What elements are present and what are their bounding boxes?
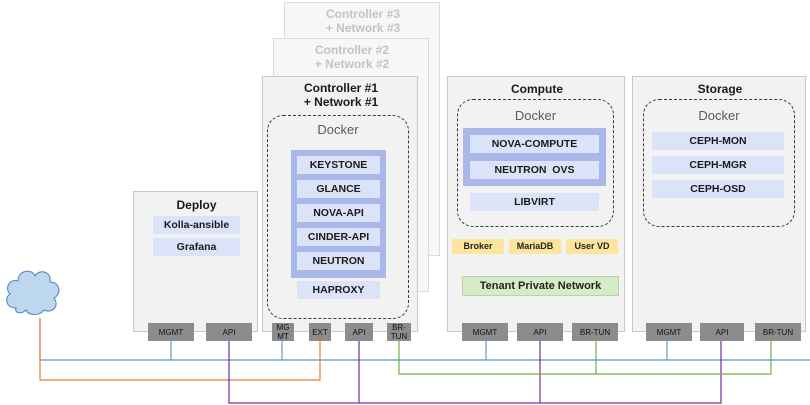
compute-mgmt-port: MGMT [462, 323, 508, 341]
libvirt-service: LIBVIRT [470, 193, 599, 211]
ceph-osd-service: CEPH-OSD [652, 180, 784, 198]
ceph-mon-service: CEPH-MON [652, 132, 784, 150]
controller-1-br-tun-port: BR- TUN [387, 323, 411, 341]
docker-label: Docker [514, 108, 557, 123]
neutron-ovs-service: NEUTRON OVS [470, 161, 599, 179]
deploy-api-port: API [206, 323, 252, 341]
controller-1-mgmt-port: MG MT [272, 323, 294, 341]
api-network-line [228, 341, 722, 404]
compute-api-port: API [517, 323, 563, 341]
controller-1-api-port: API [345, 323, 373, 341]
storage-docker-box: Docker CEPH-MON CEPH-MGR CEPH-OSD [643, 99, 795, 227]
compute-br-tun-port: BR-TUN [572, 323, 618, 341]
cinder-api-service: CINDER-API [297, 228, 380, 246]
external-network-line [39, 318, 321, 381]
storage-br-tun-port: BR-TUN [755, 323, 801, 341]
storage-mgmt-port: MGMT [646, 323, 692, 341]
controller-2-title: Controller #2 [314, 43, 389, 57]
controller-1-subtitle: + Network #1 [303, 95, 379, 109]
controller-3-title: Controller #3 [325, 7, 400, 21]
mariadb-addon: MariaDB [509, 239, 561, 254]
deploy-title: Deploy [176, 198, 217, 212]
docker-label: Docker [698, 108, 740, 123]
deploy-mgmt-port: MGMT [148, 323, 194, 341]
user-vd-addon: User VD [566, 239, 618, 254]
controller-1-ext-port: EXT [309, 323, 331, 341]
controller-3-subtitle: + Network #3 [325, 21, 401, 35]
nova-compute-service: NOVA-COMPUTE [470, 135, 599, 153]
compute-panel: Compute Docker NOVA-COMPUTE NEUTRON OVS … [447, 76, 625, 332]
ceph-mgr-service: CEPH-MGR [652, 156, 784, 174]
nova-api-service: NOVA-API [297, 204, 380, 222]
storage-title: Storage [697, 82, 743, 96]
broker-addon: Broker [452, 239, 504, 254]
deploy-panel: Deploy Kolla-ansible Grafana [133, 191, 258, 332]
kolla-ansible-item: Kolla-ansible [153, 216, 240, 234]
controller-1-docker-box: Docker KEYSTONE GLANCE NOVA-API CINDER-A… [267, 115, 409, 319]
tenant-private-network: Tenant Private Network [462, 276, 619, 296]
compute-service-group: NOVA-COMPUTE NEUTRON OVS [463, 128, 606, 186]
controller-1-service-group: KEYSTONE GLANCE NOVA-API CINDER-API NEUT… [291, 150, 386, 278]
storage-panel: Storage Docker CEPH-MON CEPH-MGR CEPH-OS… [632, 76, 806, 332]
tunnel-network-line [398, 341, 772, 375]
haproxy-service: HAPROXY [297, 281, 380, 299]
controller-2-subtitle: + Network #2 [314, 57, 390, 71]
controller-1-panel: Controller #1 + Network #1 Docker KEYSTO… [262, 76, 418, 332]
grafana-item: Grafana [153, 238, 240, 256]
cloud-icon [6, 270, 60, 315]
storage-api-port: API [700, 323, 744, 341]
compute-title: Compute [511, 82, 563, 96]
neutron-service: NEUTRON [297, 252, 380, 270]
keystone-service: KEYSTONE [297, 156, 380, 174]
controller-1-title: Controller #1 [303, 81, 378, 95]
glance-service: GLANCE [297, 180, 380, 198]
docker-label: Docker [317, 122, 359, 137]
compute-docker-box: Docker NOVA-COMPUTE NEUTRON OVS LIBVIRT [457, 99, 614, 227]
